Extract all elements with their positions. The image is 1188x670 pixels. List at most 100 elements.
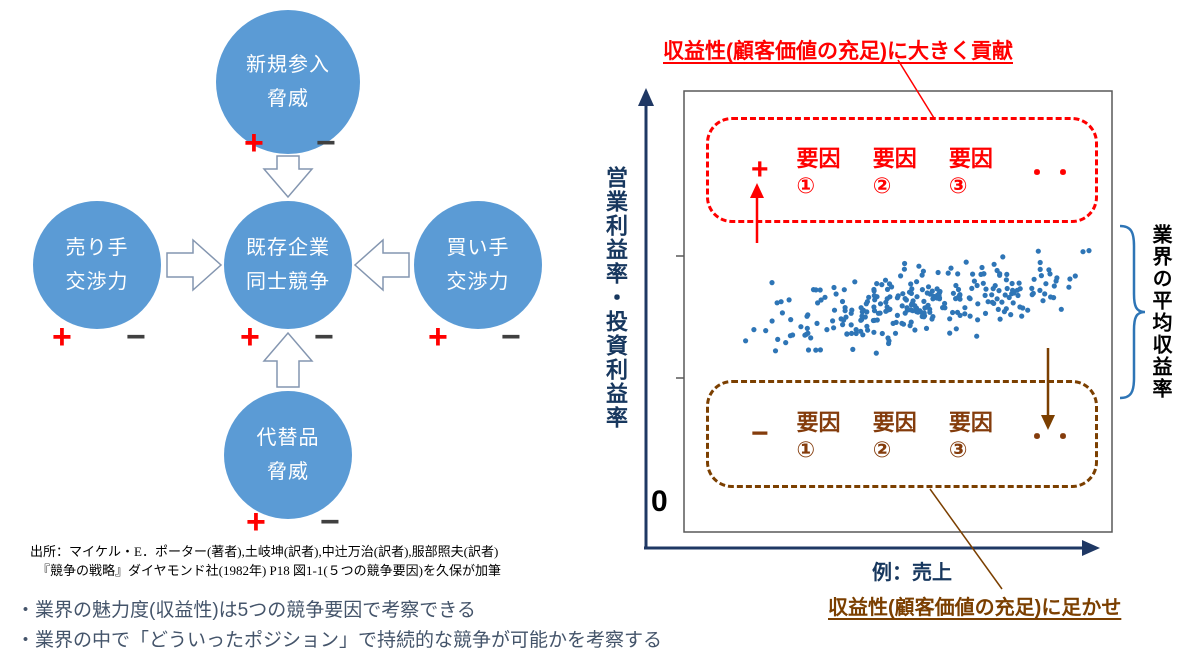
scatter-point: [999, 299, 1005, 305]
scatter-point: [778, 299, 784, 305]
circle-buyers: 買い手 交渉力: [414, 201, 542, 329]
scatter-point: [804, 325, 810, 331]
negative-factor-3: 要因③: [948, 410, 993, 462]
plus-sign-top: +: [244, 124, 264, 162]
chart-axes: [638, 88, 1100, 556]
scatter-point: [1004, 271, 1010, 277]
block-arrow-down-icon: [262, 155, 314, 199]
scatter-point: [899, 303, 905, 309]
scatter-point: [833, 291, 839, 297]
scatter-point: [970, 271, 976, 277]
scatter-point: [871, 308, 878, 314]
scatter-point: [931, 293, 937, 299]
plus-sign-bottom: +: [246, 503, 266, 541]
scatter-point: [841, 287, 847, 293]
scatter-point: [1067, 276, 1073, 282]
scatter-point: [1010, 300, 1016, 306]
scatter-point: [916, 263, 922, 269]
source-citation: 出所：マイケル・E．ポーター(著者),土岐坤(訳者),中辻万治(訳者),服部照夫…: [30, 542, 501, 580]
scatter-point: [1037, 287, 1043, 293]
scatter-point: [971, 278, 978, 284]
scatter-point: [1058, 306, 1064, 312]
x-axis-label: 例：売上: [872, 562, 952, 584]
circle-label-line1: 代替品: [256, 427, 320, 449]
scatter-point: [1025, 307, 1031, 313]
scatter-point: [1031, 276, 1037, 282]
scatter-point: [1080, 249, 1086, 255]
scatter-point: [997, 316, 1003, 322]
scatter-point: [1001, 309, 1008, 315]
scatter-point: [921, 314, 927, 320]
scatter-point: [908, 281, 914, 287]
scatter-point: [873, 350, 879, 356]
negative-factor-1: 要因①: [796, 410, 841, 462]
scatter-point: [1019, 313, 1025, 319]
scatter-point: [848, 322, 854, 328]
scatter-point: [950, 309, 956, 316]
chart-footnote: 収益性(顧客価値の充足)に足かせ: [828, 597, 1122, 619]
scatter-point: [849, 330, 855, 336]
circle-label-line2: 脅威: [267, 88, 309, 110]
takeaway-bullet-1: ・業界の魅力度(収益性)は5つの競争要因で考察できる: [16, 600, 476, 621]
scatter-point: [895, 293, 901, 299]
scatter-point: [1037, 259, 1043, 266]
circle-label-line2: 脅威: [267, 461, 309, 483]
scatter-point: [950, 290, 957, 296]
scatter-point: [786, 297, 792, 303]
scatter-point: [935, 269, 941, 276]
scatter-point: [775, 336, 781, 342]
scatter-point: [1040, 298, 1046, 304]
scatter-point: [955, 286, 962, 293]
scatter-point: [920, 268, 927, 274]
minus-sign-center: −: [314, 318, 334, 356]
scatter-point: [914, 294, 920, 300]
scatter-point: [872, 317, 878, 323]
circle-substitutes: 代替品 脅威: [224, 391, 352, 519]
title-connector-line: [897, 59, 935, 119]
scatter-point: [1029, 285, 1035, 291]
up-arrow-icon: [750, 183, 764, 243]
scatter-point: [774, 300, 780, 306]
scatter-point: [982, 292, 988, 298]
scatter-point: [1008, 312, 1014, 318]
scatter-point: [969, 285, 975, 291]
scatter-point: [1037, 266, 1043, 272]
scatter-point: [1042, 291, 1048, 297]
scatter-point: [887, 306, 893, 313]
scatter-point: [805, 347, 812, 353]
circle-label-line1: 買い手: [446, 237, 510, 259]
minus-sign-top: −: [316, 124, 336, 162]
industry-average-label: 業界の平均収益率: [1149, 224, 1171, 400]
scatter-point: [872, 297, 878, 303]
scatter-point: [853, 330, 859, 337]
scatter-point: [883, 299, 889, 305]
scatter-point: [1006, 294, 1012, 301]
scatter-point: [1030, 290, 1036, 296]
scatter-point: [814, 320, 820, 326]
scatter-point: [871, 288, 877, 294]
scatter-point: [1051, 283, 1057, 289]
scatter-point: [1038, 273, 1044, 279]
negative-box-sign: −: [751, 417, 769, 450]
scatter-point: [908, 302, 915, 308]
scatter-point: [860, 307, 867, 313]
scatter-point: [1003, 277, 1010, 283]
scatter-point: [831, 307, 838, 313]
plot-frame: [683, 90, 1113, 533]
scatter-point: [957, 312, 963, 318]
negative-factors-ellipsis: ・・: [1025, 423, 1077, 451]
scatter-point: [841, 317, 847, 323]
negative-factor-2: 要因②: [872, 410, 917, 462]
scatter-point: [874, 281, 880, 287]
scatter-point: [1020, 305, 1026, 311]
scatter-point: [925, 284, 932, 290]
scatter-point: [763, 328, 769, 334]
scatter-point: [815, 300, 821, 306]
scatter-point: [902, 260, 908, 267]
scatter-point: [864, 299, 871, 305]
scatter-point: [865, 327, 871, 333]
scatter-point: [779, 310, 786, 316]
scatter-point: [994, 296, 1000, 302]
scatter-point: [985, 299, 991, 305]
